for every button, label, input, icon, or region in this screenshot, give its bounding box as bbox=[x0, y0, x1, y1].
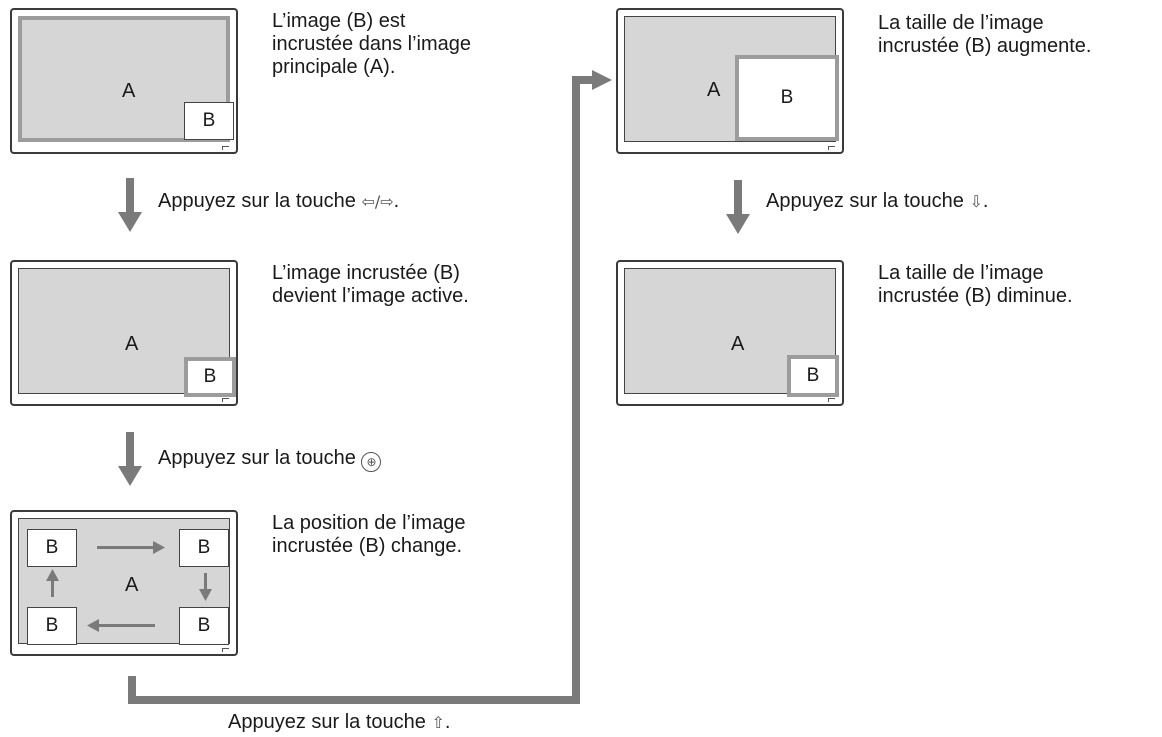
main-image-label: A bbox=[125, 574, 139, 596]
screen-panel-2: A B bbox=[10, 260, 238, 406]
main-image-area: A B bbox=[18, 16, 234, 142]
panel-1-description: L’image (B) est incrustée dans l’image p… bbox=[272, 10, 471, 78]
down-arrow-1 bbox=[118, 178, 142, 232]
pip-window-bottom-left: B bbox=[27, 607, 77, 645]
panel-3-description: La position de l’image incrustée (B) cha… bbox=[272, 512, 466, 557]
pip-window-top-left: B bbox=[27, 529, 77, 567]
screen-panel-5: A B bbox=[616, 260, 844, 406]
position-cycle-arrows bbox=[46, 541, 212, 632]
main-image-area: A B bbox=[624, 268, 839, 397]
up-key-icon: ⇧ bbox=[431, 713, 445, 732]
joystick-key-icon: ⊕ bbox=[361, 452, 382, 472]
main-image-label: A bbox=[731, 333, 745, 355]
left-right-key-icon: ⇦/⇨ bbox=[361, 192, 394, 211]
step-1-instruction: Appuyez sur la touche ⇦/⇨. bbox=[158, 190, 400, 212]
screen-panel-1: A B bbox=[10, 8, 238, 154]
main-image-label: A bbox=[125, 333, 139, 355]
main-image-area: A B bbox=[624, 16, 839, 142]
down-arrow-4 bbox=[726, 180, 750, 234]
pip-window-bottom-right: B bbox=[179, 607, 229, 645]
pip-window-top-right: B bbox=[179, 529, 229, 567]
pip-window-enlarged: B bbox=[735, 55, 839, 141]
panel-5-description: La taille de l’image incrustée (B) dimin… bbox=[878, 262, 1073, 307]
pip-window: B bbox=[184, 102, 234, 140]
step-4-instruction: Appuyez sur la touche ⇩. bbox=[766, 190, 989, 212]
pip-window-active: B bbox=[184, 357, 236, 397]
down-key-icon: ⇩ bbox=[969, 192, 983, 211]
pip-window-reduced: B bbox=[787, 355, 839, 397]
panel-4-description: La taille de l’image incrustée (B) augme… bbox=[878, 12, 1092, 57]
panel-2-description: L’image incrustée (B) devient l’image ac… bbox=[272, 262, 469, 307]
main-image-label: A bbox=[122, 80, 136, 102]
screen-panel-4: A B bbox=[616, 8, 844, 154]
down-arrow-2 bbox=[118, 432, 142, 486]
step-3-instruction: Appuyez sur la touche ⇧. bbox=[228, 711, 451, 733]
main-image-area: A B bbox=[18, 268, 236, 397]
step-2-instruction: Appuyez sur la touche ⊕ bbox=[158, 446, 382, 472]
main-image-label: A bbox=[707, 79, 721, 101]
